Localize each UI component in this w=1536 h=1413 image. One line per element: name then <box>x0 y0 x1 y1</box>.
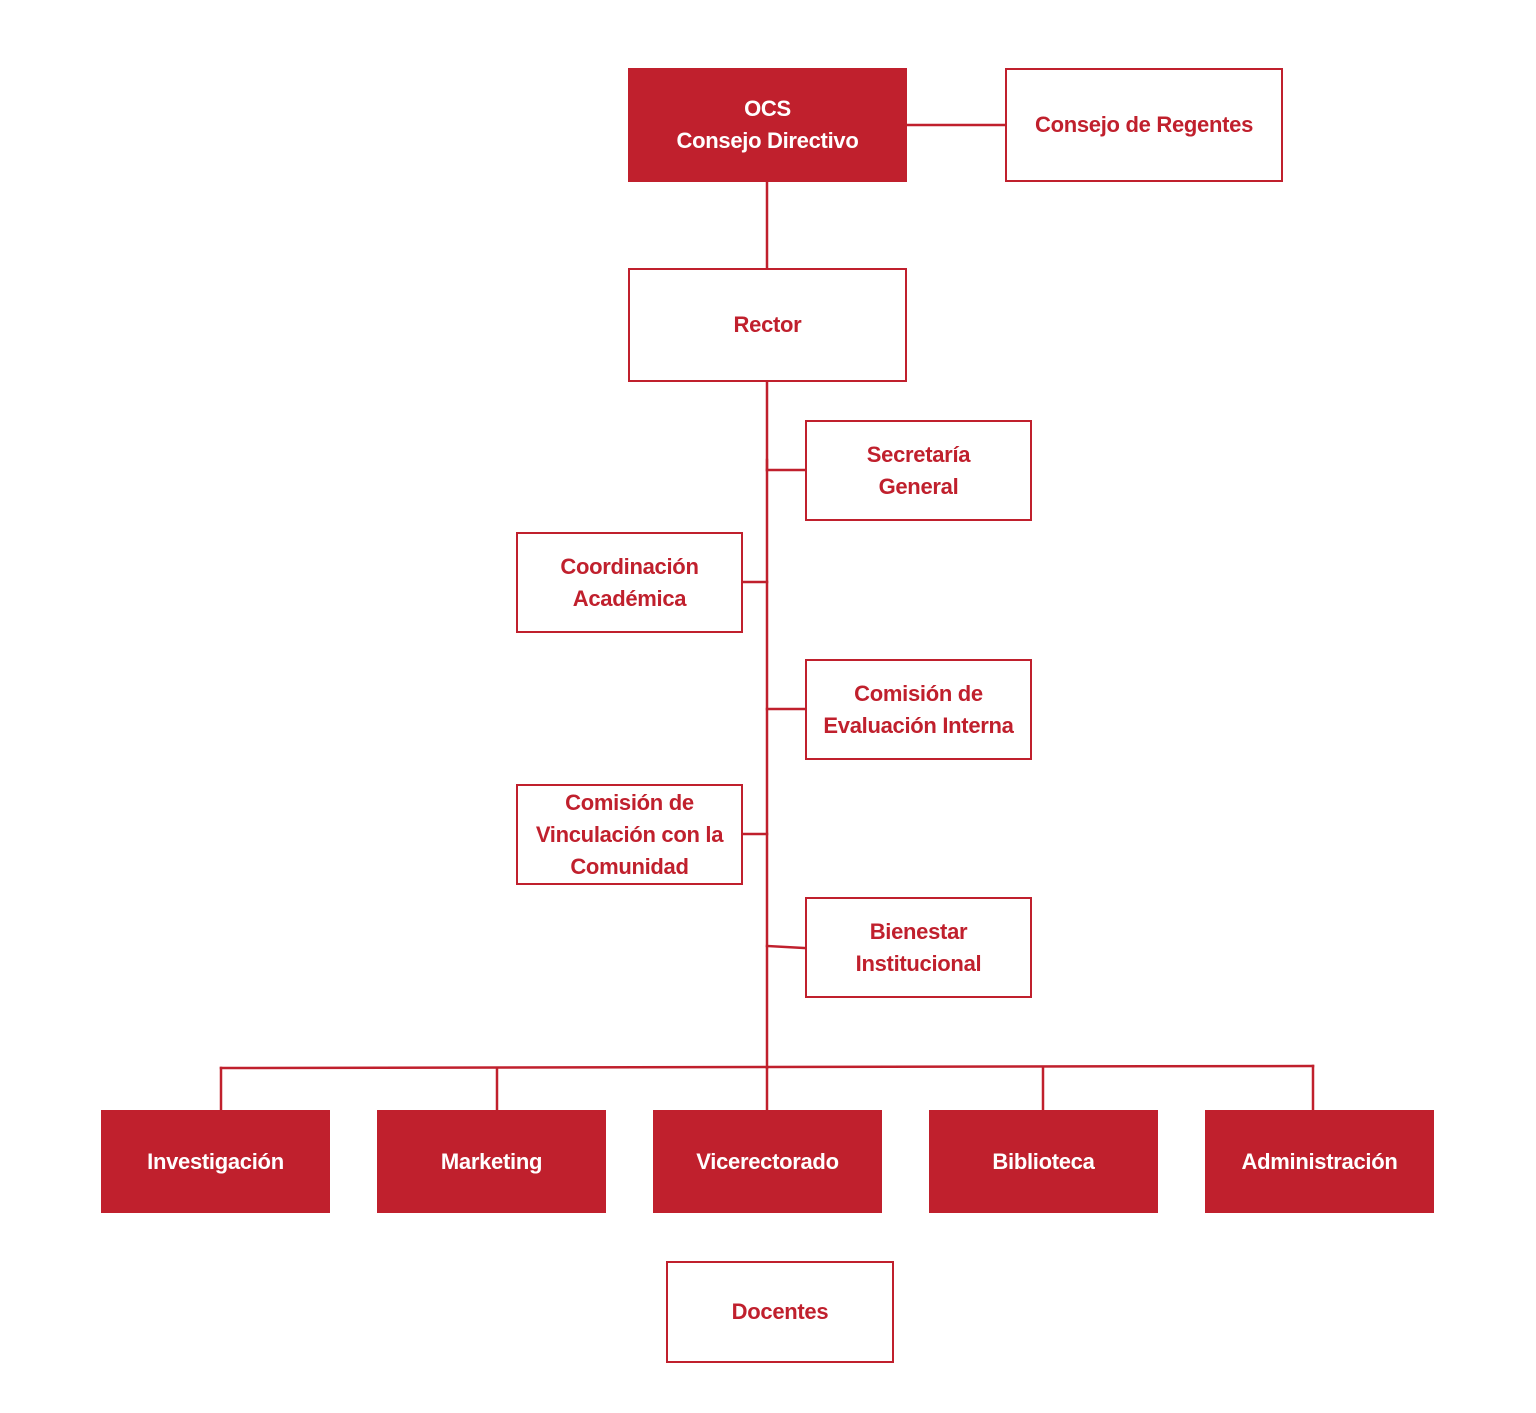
node-vicerectorado: Vicerectorado <box>653 1110 882 1213</box>
node-label: Comisión de Vinculación con la Comunidad <box>535 789 724 879</box>
node-biblioteca: Biblioteca <box>929 1110 1158 1213</box>
node-administracion: Administración <box>1205 1110 1434 1213</box>
node-consejo-de-regentes: Consejo de Regentes <box>1005 68 1283 182</box>
node-comision-vinculacion-comunidad: Comisión de Vinculación con la Comunidad <box>516 784 743 885</box>
node-label: Vicerectorado <box>696 1148 839 1174</box>
node-label: Coordinación Académica <box>560 553 699 611</box>
node-label: Administración <box>1241 1148 1398 1174</box>
node-bienestar-institucional: Bienestar Institucional <box>805 897 1032 998</box>
node-ocs-consejo-directivo: OCS Consejo Directivo <box>628 68 907 182</box>
node-rector: Rector <box>628 268 907 382</box>
node-label: Bienestar Institucional <box>855 918 982 976</box>
node-label: Investigación <box>147 1148 284 1174</box>
node-label: Consejo de Regentes <box>1034 112 1254 137</box>
node-label: Comisión de Evaluación Interna <box>823 680 1014 738</box>
node-docentes: Docentes <box>666 1261 894 1363</box>
node-marketing: Marketing <box>377 1110 606 1213</box>
node-secretaria-general: Secretaría General <box>805 420 1032 521</box>
node-label: OCS Consejo Directivo <box>676 96 859 153</box>
node-label: Secretaría General <box>866 441 971 499</box>
node-comision-evaluacion-interna: Comisión de Evaluación Interna <box>805 659 1032 760</box>
node-coordinacion-academica: Coordinación Académica <box>516 532 743 633</box>
node-investigacion: Investigación <box>101 1110 330 1213</box>
node-label: Marketing <box>440 1148 543 1174</box>
node-label: Biblioteca <box>992 1148 1095 1174</box>
node-label: Rector <box>733 312 802 337</box>
node-label: Docentes <box>731 1299 829 1324</box>
connector-bienestar <box>765 944 807 950</box>
